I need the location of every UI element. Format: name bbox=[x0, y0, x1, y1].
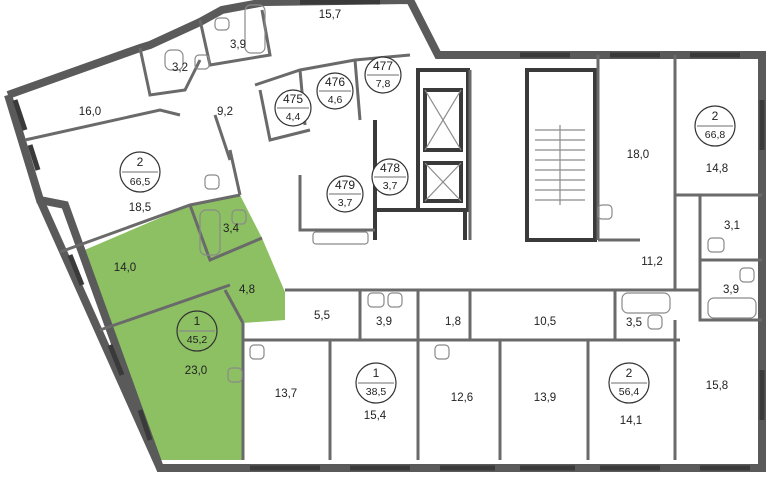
elevator-core bbox=[416, 68, 470, 212]
apartment-badge[interactable]: 2 56,4 bbox=[608, 362, 650, 404]
outer-wall-diagonal bbox=[36, 198, 164, 470]
storage-badge[interactable]: 479 3,7 bbox=[326, 175, 364, 213]
storage-badge[interactable]: 475 4,4 bbox=[274, 89, 312, 127]
room-area: 18,0 bbox=[627, 149, 649, 161]
wall bbox=[298, 175, 375, 232]
apartment-rooms: 1 bbox=[194, 314, 201, 328]
room-area: 13,9 bbox=[534, 392, 556, 404]
window bbox=[12, 99, 28, 131]
room-area: 9,2 bbox=[217, 106, 233, 118]
room-area: 14,8 bbox=[706, 163, 728, 175]
room-area: 3,9 bbox=[723, 284, 739, 296]
room-area: 13,7 bbox=[275, 388, 297, 400]
room-area: 11,2 bbox=[641, 256, 663, 268]
window bbox=[107, 344, 125, 376]
outer-wall bbox=[4, 0, 766, 472]
wall bbox=[99, 283, 231, 332]
elevator-shaft bbox=[423, 161, 463, 203]
elevator-shaft bbox=[423, 88, 463, 152]
window bbox=[67, 254, 85, 286]
window bbox=[27, 144, 41, 171]
apartment-badge[interactable]: 2 66,8 bbox=[694, 105, 736, 147]
apartment-badge[interactable]: 2 66,5 bbox=[119, 151, 161, 193]
wall bbox=[138, 47, 202, 97]
apartment-rooms: 2 bbox=[626, 366, 633, 380]
room-area: 4,8 bbox=[239, 284, 255, 296]
room-area: 15,4 bbox=[364, 410, 387, 422]
wall bbox=[228, 149, 242, 196]
stairs bbox=[535, 125, 585, 205]
apartment-area: 38,5 bbox=[366, 386, 387, 398]
apartment-area: 66,5 bbox=[130, 176, 151, 188]
apartment-rooms: 2 bbox=[712, 109, 719, 123]
wall bbox=[223, 289, 245, 324]
storage-badge[interactable]: 477 7,8 bbox=[364, 56, 402, 94]
room-area: 3,5 bbox=[626, 317, 642, 329]
storage-number: 476 bbox=[325, 75, 345, 89]
wall bbox=[198, 9, 272, 67]
apartment-rooms: 2 bbox=[137, 155, 144, 169]
stairwell bbox=[525, 68, 597, 242]
storage-area: 3,7 bbox=[383, 180, 398, 192]
room-area: 3,9 bbox=[230, 39, 246, 51]
wall bbox=[188, 204, 263, 262]
room-area: 18,5 bbox=[129, 202, 151, 214]
wall bbox=[698, 195, 762, 322]
room-area: 3,1 bbox=[724, 220, 740, 232]
storage-badge[interactable]: 478 3,7 bbox=[371, 158, 409, 196]
room-area: 3,2 bbox=[172, 62, 188, 74]
room-area: 23,0 bbox=[185, 365, 207, 377]
room-area: 16,0 bbox=[79, 106, 101, 118]
wall bbox=[375, 208, 467, 240]
storage-badge[interactable]: 476 4,6 bbox=[316, 72, 354, 110]
apartment-area: 45,2 bbox=[187, 334, 208, 346]
wall bbox=[258, 89, 311, 142]
storage-number: 475 bbox=[283, 92, 303, 106]
storage-area: 4,6 bbox=[328, 94, 343, 106]
storage-area: 3,7 bbox=[338, 197, 353, 209]
apartment-area: 66,8 bbox=[705, 129, 726, 141]
bathroom-fixtures bbox=[164, 4, 757, 383]
storage-number: 479 bbox=[335, 178, 355, 192]
selected-apartment-area[interactable] bbox=[80, 195, 285, 460]
window bbox=[137, 409, 153, 441]
room-area: 15,8 bbox=[706, 380, 728, 392]
storage-area: 7,8 bbox=[376, 78, 391, 90]
room-area: 5,5 bbox=[314, 310, 330, 322]
apartment-badge-selected[interactable]: 1 45,2 bbox=[176, 310, 218, 352]
apartment-badge[interactable]: 1 38,5 bbox=[355, 362, 397, 404]
room-area: 14,1 bbox=[620, 415, 642, 427]
apartment-area: 56,4 bbox=[619, 386, 640, 398]
room-area: 1,8 bbox=[445, 316, 461, 328]
room-area: 15,7 bbox=[319, 9, 341, 21]
storage-number: 478 bbox=[380, 161, 400, 175]
storage-number: 477 bbox=[373, 59, 393, 73]
room-area: 3,4 bbox=[223, 223, 240, 235]
apartment-rooms: 1 bbox=[373, 366, 380, 380]
room-area: 12,6 bbox=[451, 392, 473, 404]
storage-area: 4,4 bbox=[286, 111, 301, 123]
room-area: 3,9 bbox=[376, 316, 392, 328]
wall bbox=[24, 108, 181, 142]
wall bbox=[213, 114, 232, 161]
room-area: 10,5 bbox=[534, 316, 556, 328]
room-area: 14,0 bbox=[114, 262, 136, 274]
wall bbox=[353, 59, 362, 121]
